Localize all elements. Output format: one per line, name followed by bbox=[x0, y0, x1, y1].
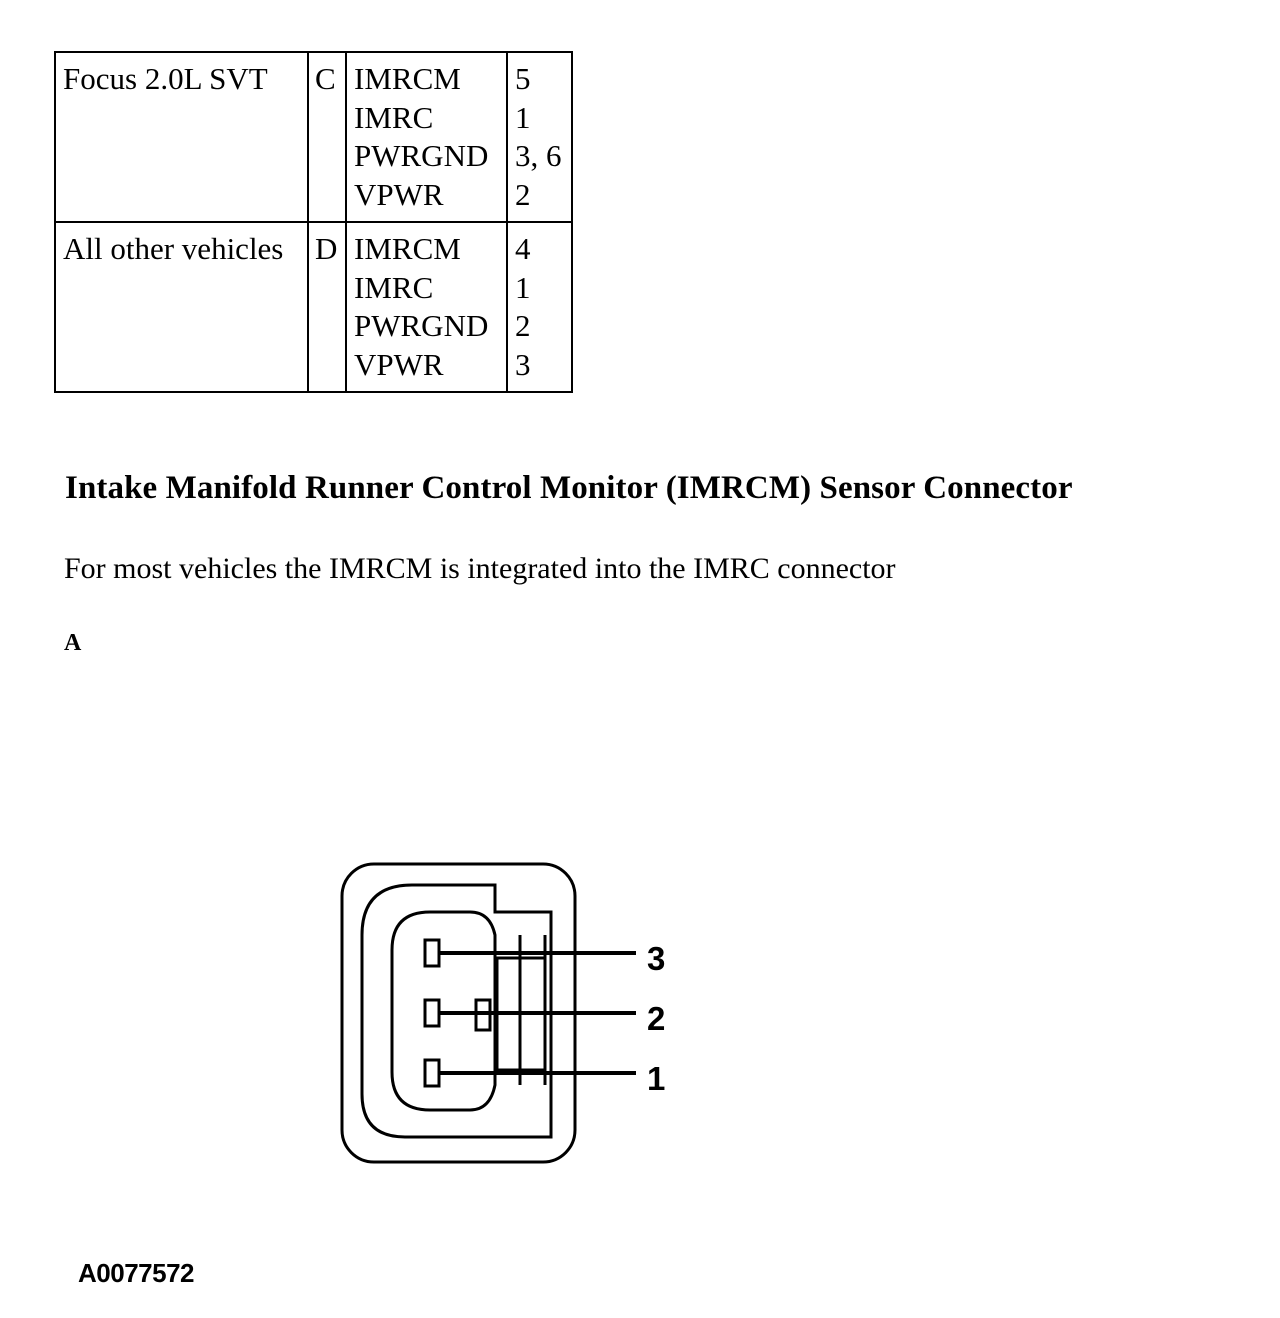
pin-number: 1 bbox=[515, 99, 531, 135]
circuit-cell: IMRCM IMRC PWRGND VPWR bbox=[345, 221, 508, 393]
table-row: Focus 2.0L SVT C IMRCM IMRC PWRGND VPWR … bbox=[54, 51, 573, 223]
pin-cell: 4 1 2 3 bbox=[506, 221, 573, 393]
vehicle-cell: Focus 2.0L SVT bbox=[54, 51, 309, 223]
section-heading: Intake Manifold Runner Control Monitor (… bbox=[65, 470, 1073, 506]
circuit-name: PWRGND bbox=[354, 138, 489, 173]
figure-id: A0077572 bbox=[78, 1258, 195, 1288]
pin-number: 2 bbox=[515, 308, 531, 343]
connector-cell: D bbox=[307, 221, 347, 393]
circuit-name: IMRCM bbox=[354, 61, 461, 96]
table-row: All other vehicles D IMRCM IMRC PWRGND V… bbox=[54, 221, 573, 393]
pin-cell: 5 1 3, 6 2 bbox=[506, 51, 573, 223]
pin-3 bbox=[423, 938, 441, 968]
connector-letter: D bbox=[315, 231, 338, 266]
connector-cell: C bbox=[307, 51, 347, 223]
pin-number: 3, 6 bbox=[515, 138, 562, 173]
vehicle-name: All other vehicles bbox=[63, 231, 284, 266]
pin-2 bbox=[423, 998, 441, 1028]
pin-callout-2: 2 bbox=[647, 1000, 665, 1037]
connector-inner-housing bbox=[360, 883, 553, 1139]
circuit-name: IMRC bbox=[354, 99, 434, 135]
pin-number: 1 bbox=[515, 269, 531, 305]
pin-number: 2 bbox=[515, 176, 531, 212]
connector-label: A bbox=[64, 630, 82, 656]
circuit-name: VPWR bbox=[354, 176, 444, 212]
section-description: For most vehicles the IMRCM is integrate… bbox=[64, 552, 896, 585]
pin-callout-3: 3 bbox=[647, 940, 665, 977]
pin-callout-1: 1 bbox=[647, 1060, 665, 1097]
circuit-name: IMRC bbox=[354, 269, 434, 305]
circuit-name: PWRGND bbox=[354, 308, 489, 343]
pin-table: Focus 2.0L SVT C IMRCM IMRC PWRGND VPWR … bbox=[54, 51, 573, 393]
connector-diagram: 3 2 1 bbox=[340, 862, 665, 1164]
vehicle-cell: All other vehicles bbox=[54, 221, 309, 393]
circuit-name: IMRCM bbox=[354, 231, 461, 266]
pin-1 bbox=[423, 1058, 441, 1088]
circuit-name: VPWR bbox=[354, 346, 444, 382]
pin-number: 4 bbox=[515, 231, 531, 266]
vehicle-name: Focus 2.0L SVT bbox=[63, 61, 268, 96]
circuit-cell: IMRCM IMRC PWRGND VPWR bbox=[345, 51, 508, 223]
connector-letter: C bbox=[315, 61, 336, 96]
pin-cavity bbox=[390, 910, 497, 1112]
pin-number: 3 bbox=[515, 346, 531, 382]
pin-number: 5 bbox=[515, 61, 531, 96]
